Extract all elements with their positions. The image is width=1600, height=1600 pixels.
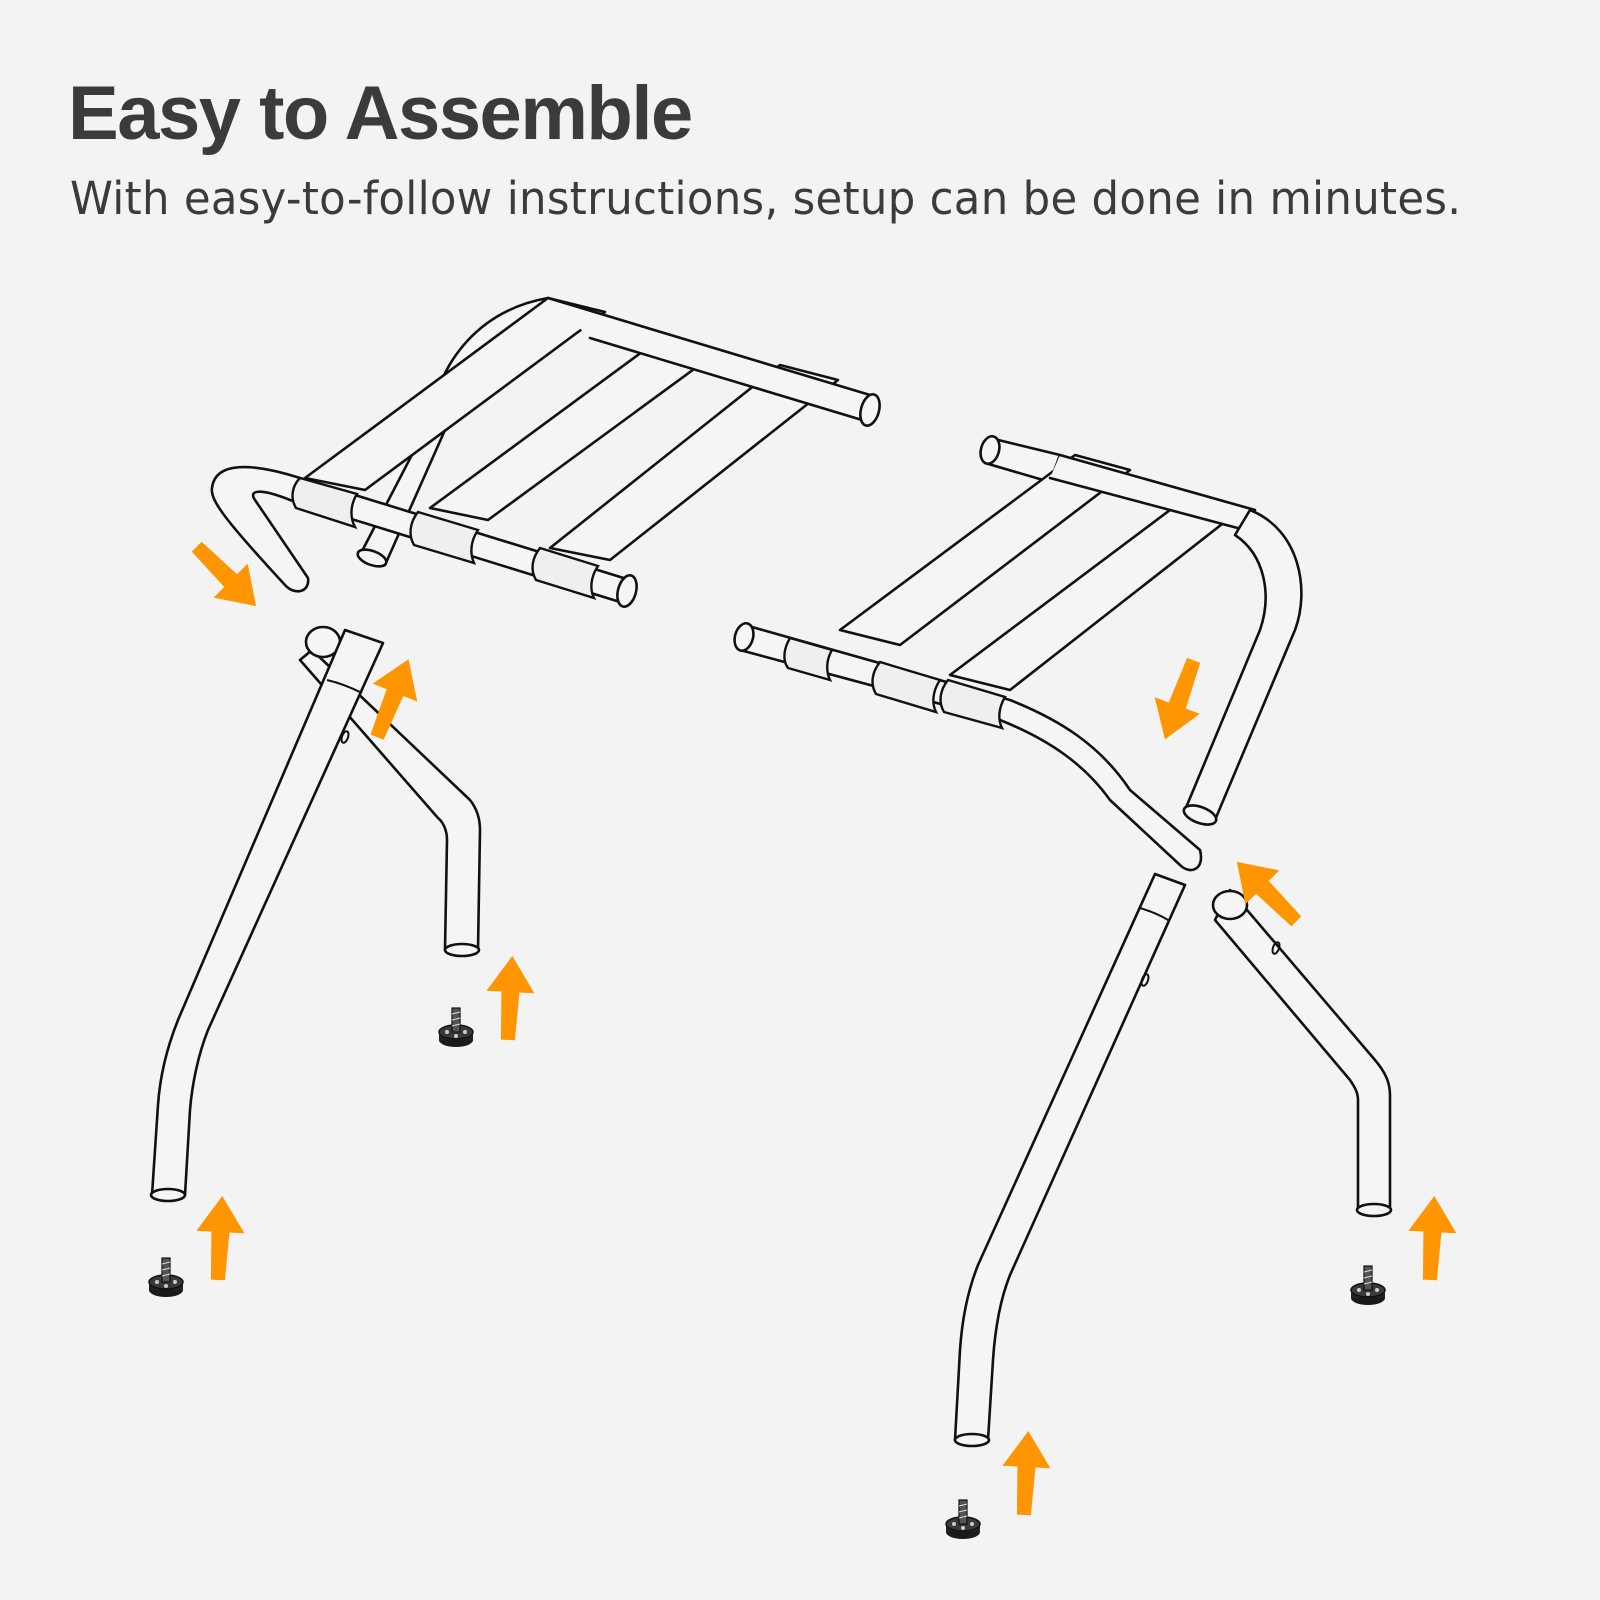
right-top-frame xyxy=(733,434,1303,872)
arrow-icon xyxy=(999,1429,1053,1517)
page-subtitle: With easy-to-follow instructions, setup … xyxy=(70,172,1462,225)
foot-pad-icon xyxy=(148,1257,184,1298)
foot-pad-icon xyxy=(1350,1265,1386,1306)
arrow-icon xyxy=(1142,652,1217,748)
arrow-icon xyxy=(483,954,537,1042)
left-top-frame xyxy=(210,296,881,608)
foot-pad-icon xyxy=(945,1499,981,1540)
foot-pads xyxy=(148,1007,1386,1540)
arrow-icon xyxy=(193,1194,247,1282)
left-legs xyxy=(149,625,482,1203)
right-legs xyxy=(953,872,1393,1448)
arrow-icon xyxy=(1405,1194,1459,1282)
page-title: Easy to Assemble xyxy=(68,71,693,156)
foot-pad-icon xyxy=(438,1007,474,1048)
